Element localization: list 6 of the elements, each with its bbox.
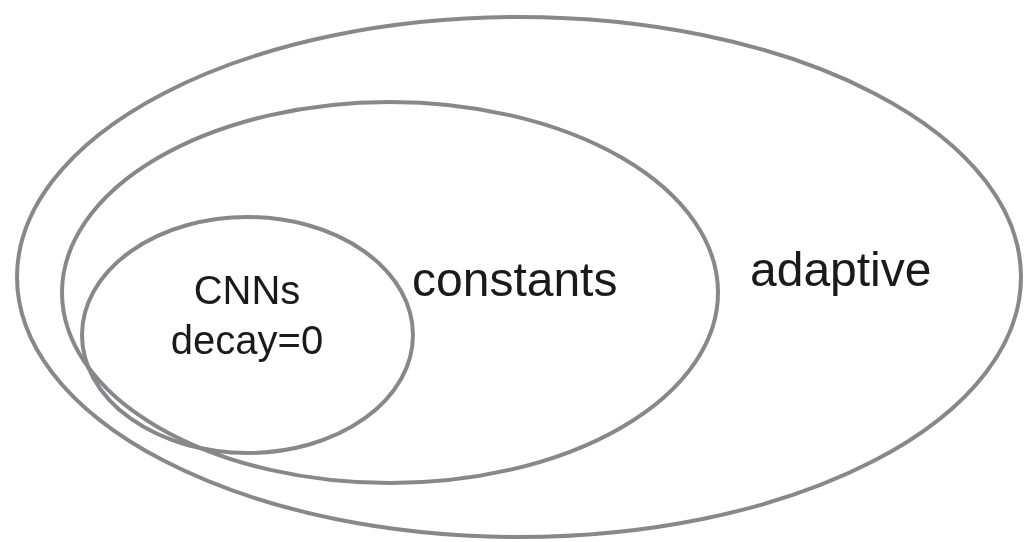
set-ellipse: [15, 15, 1023, 539]
set-ellipse: [60, 100, 720, 485]
set-label: constants: [412, 252, 619, 308]
set-ellipse: [80, 215, 415, 455]
set-label: CNNs decay=0: [169, 267, 325, 364]
set-label: adaptive: [750, 242, 933, 298]
